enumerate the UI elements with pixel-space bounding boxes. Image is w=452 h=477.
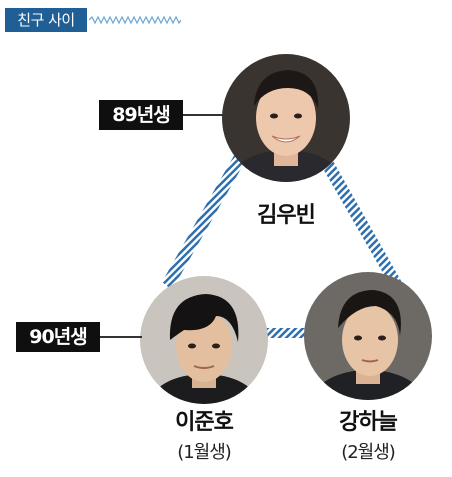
person-name-lee-junho: 이준호 [175, 410, 234, 435]
portrait-kim-woobin [222, 54, 350, 182]
zigzag-decoration [89, 15, 181, 25]
birth-month-lee-junho: (1월생) [177, 442, 232, 463]
link-kim-lee [162, 152, 246, 290]
birth-month-kang-haneul: (2월생) [341, 442, 396, 463]
person-name-kang-haneul: 강하늘 [339, 410, 398, 435]
portrait-kang-haneul [304, 272, 432, 400]
portrait-lee-junho [140, 276, 268, 404]
badge-connector-89 [183, 114, 223, 116]
link-lee-kang [262, 328, 306, 338]
person-name-kim-woobin: 김우빈 [257, 203, 316, 228]
link-kim-kang [318, 152, 404, 292]
section-tag: 친구 사이 [5, 8, 87, 32]
age-badge-89: 89년생 [99, 100, 183, 130]
age-badge-90: 90년생 [16, 322, 100, 352]
badge-connector-90 [100, 336, 142, 338]
